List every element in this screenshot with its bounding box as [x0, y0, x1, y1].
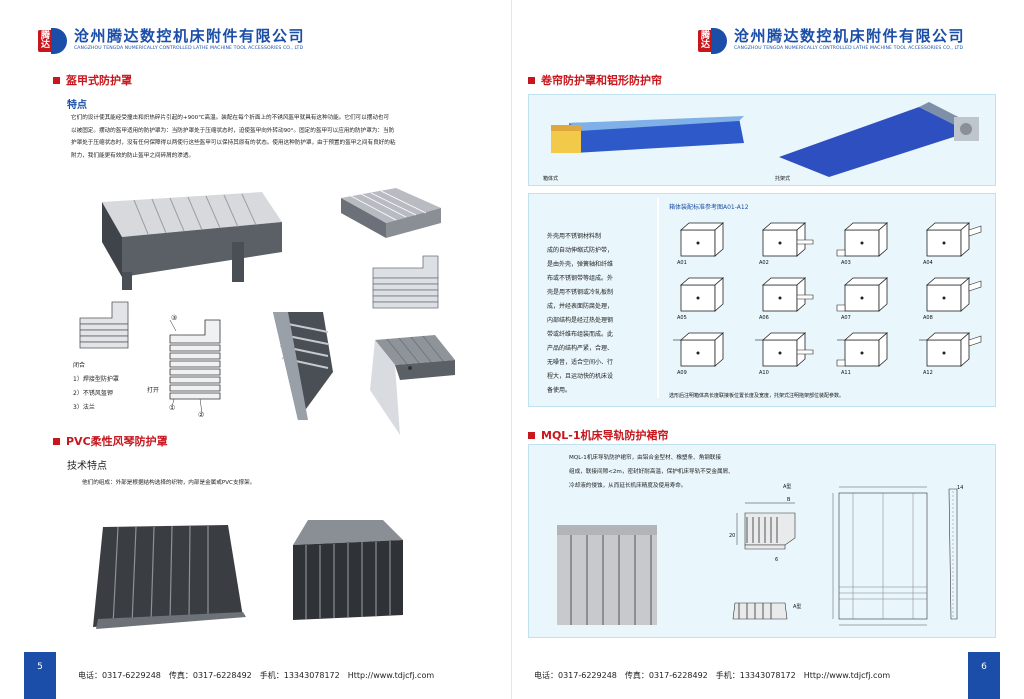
- assembly-item: A03: [827, 216, 909, 271]
- assembly-item: A09: [663, 326, 745, 381]
- assembly-label: A08: [923, 315, 933, 321]
- bracket-type-image: [779, 102, 979, 177]
- dim-20-label: 20: [729, 533, 736, 539]
- company-name-en-right: CANGZHOU TENGDA NUMERICALLY CONTROLLED L…: [734, 46, 964, 51]
- guideway-panel: MQL-1机床导轨防护裙帘，由铝合金型材、橡塑条、角钢联接 组成，联接间隙<2m…: [528, 444, 996, 638]
- pvc-bellows-image-1: [93, 525, 246, 629]
- guideway-drawing-diagram: [832, 486, 958, 626]
- page-number-right: 6: [968, 652, 1000, 699]
- box-type-caption: 箱体式: [543, 176, 559, 182]
- roller-description: 外壳用不锈钢材料制 成的自动伸缩式防护带， 是由外壳，弹簧轴和纤维 布或不锈钢带…: [547, 233, 614, 394]
- armor-bellows-image: [372, 255, 439, 309]
- bullet-square-icon: [528, 76, 535, 84]
- assembly-label: A11: [841, 370, 851, 376]
- assembly-label: A07: [841, 315, 851, 321]
- marker-1: ①: [169, 404, 176, 412]
- assembly-box-icon: [836, 222, 889, 257]
- assembly-box-icon: [755, 332, 814, 367]
- assembly-box-icon: [836, 277, 889, 312]
- assembly-label: A01: [677, 260, 687, 266]
- box-type-image: [551, 116, 744, 153]
- section-title-pvc: PVC柔性风琴防护罩: [53, 433, 168, 449]
- assembly-box-icon: [761, 222, 814, 257]
- company-logo-right: 腾达 沧州腾达数控机床附件有限公司 CANGZHOU TENGDA NUMERI…: [698, 28, 965, 54]
- footer-contact-right: 电话：0317-6229248 传真：0317-6228492 手机：13343…: [534, 671, 891, 680]
- bullet-square-icon: [528, 431, 535, 439]
- company-name-cn-right: 沧州腾达数控机床附件有限公司: [734, 27, 966, 45]
- right-page: 腾达 沧州腾达数控机床附件有限公司 CANGZHOU TENGDA NUMERI…: [512, 0, 1024, 699]
- armor-corner-image: [370, 335, 455, 435]
- armor-legend: 闭合 1）焊接型防护罩 2）不锈风盔钾 3）法兰: [73, 362, 119, 411]
- pvc-bellows-image-2: [293, 520, 403, 620]
- armor-welded-image: [79, 301, 129, 349]
- roller-images-panel: 箱体式 托架式: [528, 94, 996, 186]
- assembly-box-icon: [925, 222, 982, 257]
- type-b-label: B: [787, 497, 791, 503]
- assembly-item: A11: [827, 326, 909, 381]
- guideway-curtain-image: [557, 525, 657, 625]
- armor-closeup-image: [273, 312, 333, 420]
- armor-cover-small-image: [341, 188, 441, 238]
- company-logo: 腾达 沧州腾达数控机床附件有限公司 CANGZHOU TENGDA NUMERI…: [38, 28, 305, 54]
- assembly-box-icon: [925, 277, 982, 312]
- assembly-label: A10: [759, 370, 769, 376]
- assembly-label: A09: [677, 370, 687, 376]
- logo-mark-icon: 腾达: [698, 28, 728, 54]
- marker-3: ③: [171, 314, 178, 322]
- assembly-note: 选形后注明箱体高长度联接板位置长度及宽度，托架式注明拖架部位装配参数。: [669, 393, 845, 399]
- armor-section-diagram: [169, 319, 221, 414]
- pvc-description: 他们的组成：外部是根据结构选择的织物，内部是金属或PVC支撑架。: [82, 480, 256, 486]
- section-title-armor: 盔甲式防护罩: [53, 72, 132, 88]
- assembly-item: A12: [909, 326, 991, 381]
- assembly-box-icon: [761, 277, 814, 312]
- assembly-diagram-title: 箱体装配标准参考图A01-A12: [669, 204, 749, 211]
- assembly-item: A10: [745, 326, 827, 381]
- assembly-label: A02: [759, 260, 769, 266]
- roller-spec-panel: 外壳用不锈钢材料制 成的自动伸缩式防护带， 是由外壳，弹簧轴和纤维 布或不锈钢带…: [528, 193, 996, 407]
- assembly-box-icon: [673, 332, 725, 367]
- dim-6-label: 6: [775, 557, 779, 563]
- marker-2: ②: [198, 411, 205, 419]
- company-name-en: CANGZHOU TENGDA NUMERICALLY CONTROLLED L…: [74, 46, 304, 51]
- assembly-item: A02: [745, 216, 827, 271]
- assembly-label: A12: [923, 370, 933, 376]
- guideway-description: MQL-1机床导轨防护裙帘，由铝合金型材、橡塑条、角钢联接 组成，联接间隙<2m…: [569, 455, 734, 489]
- panel-divider: [657, 198, 659, 398]
- left-page: 腾达 沧州腾达数控机床附件有限公司 CANGZHOU TENGDA NUMERI…: [24, 27, 455, 699]
- assembly-box-icon: [919, 332, 982, 367]
- assembly-label: A04: [923, 260, 933, 266]
- subtitle-features: 特点: [67, 100, 87, 111]
- section-title-roller: 卷帘防护罩和铝形防护帘: [528, 72, 662, 88]
- assembly-box-icon: [679, 222, 725, 257]
- company-name-cn: 沧州腾达数控机床附件有限公司: [74, 27, 306, 45]
- assembly-item: A04: [909, 216, 991, 271]
- dim-14-label: 14: [957, 485, 964, 491]
- armor-description: 它们的设计使其能经受撞击和炽热碎片引起的+900℃高温。装配在每个折面上的不锈风…: [71, 115, 396, 159]
- assembly-label: A06: [759, 315, 769, 321]
- bracket-type-caption: 托架式: [775, 176, 791, 182]
- assembly-item: A05: [663, 271, 745, 326]
- page-number-left: 5: [24, 652, 56, 699]
- footer-contact-left: 电话：0317-6229248 传真：0317-6228492 手机：13343…: [78, 671, 435, 680]
- open-label: 打开: [147, 387, 160, 394]
- assembly-label: A03: [841, 260, 851, 266]
- type-a-label-bottom: A型: [793, 604, 802, 610]
- assembly-item: A07: [827, 271, 909, 326]
- assembly-box-icon: [836, 332, 889, 367]
- guideway-profile-diagram: [732, 502, 796, 620]
- assembly-box-icon: [679, 277, 725, 312]
- type-a-label-top: A型: [783, 484, 792, 490]
- bullet-square-icon: [53, 437, 60, 445]
- armor-cover-image: [102, 192, 282, 290]
- logo-mark-icon: 腾达: [38, 28, 68, 54]
- section-title-guideway: MQL-1机床导轨防护裙帘: [528, 427, 669, 443]
- assembly-item: A08: [909, 271, 991, 326]
- subtitle-tech: 技术特点: [67, 461, 107, 472]
- assembly-label: A05: [677, 315, 687, 321]
- bullet-square-icon: [53, 76, 60, 84]
- assembly-item: A01: [663, 216, 745, 271]
- assembly-item: A06: [745, 271, 827, 326]
